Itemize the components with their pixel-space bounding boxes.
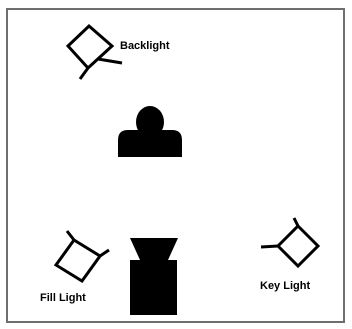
backlight-label: Backlight bbox=[120, 40, 170, 52]
subject-silhouette-icon bbox=[118, 106, 182, 157]
diagram-frame bbox=[6, 8, 345, 323]
fill-light-lamp-stand-right bbox=[99, 248, 110, 258]
key-light-lamp-stand-left bbox=[260, 244, 279, 249]
fill-light-lamp-icon bbox=[53, 230, 110, 284]
backlight-lamp-stand-left bbox=[78, 67, 90, 80]
camera-icon bbox=[130, 238, 178, 315]
fill-light-lamp-stand-top bbox=[65, 230, 76, 241]
key-light-label: Key Light bbox=[260, 280, 310, 292]
subject-shoulders bbox=[118, 130, 182, 157]
key-light-lamp-head bbox=[275, 223, 321, 269]
key-light-lamp-stand-top bbox=[292, 217, 300, 227]
backlight-lamp-stand-right bbox=[97, 57, 123, 65]
fill-light-lamp-head bbox=[53, 237, 103, 284]
key-light-lamp-icon bbox=[260, 217, 321, 269]
fill-light-label: Fill Light bbox=[40, 292, 86, 304]
camera-body bbox=[130, 260, 177, 315]
camera-lens bbox=[130, 238, 178, 260]
backlight-lamp-icon bbox=[65, 23, 123, 80]
